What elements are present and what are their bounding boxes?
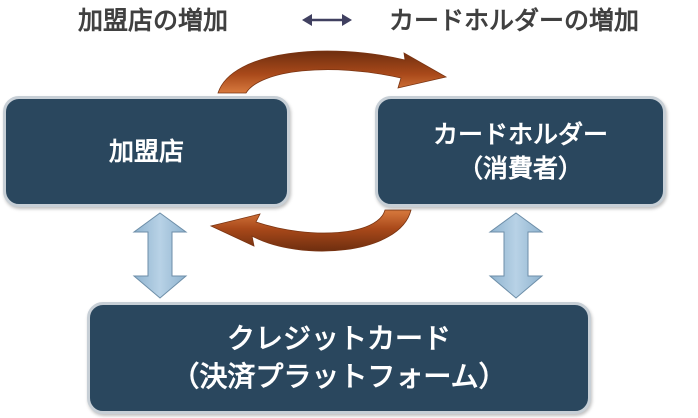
cardholder-label: カードホルダー (432, 119, 608, 149)
curved-arrow-right-icon (217, 50, 448, 94)
platform-sublabel: （決済プラットフォーム） (171, 360, 507, 393)
credit-card-platform-box: クレジットカード （決済プラットフォーム） (87, 302, 591, 414)
double-headed-arrow-icon (302, 14, 352, 26)
platform-label: クレジットカード (226, 322, 451, 355)
merchant-label: 加盟店 (108, 136, 184, 166)
cardholder-box: カードホルダー （消費者） (375, 96, 666, 207)
header-cardholder-growth: カードホルダーの増加 (389, 6, 640, 35)
cardholder-sublabel: （消費者） (457, 153, 583, 183)
vertical-double-arrow-icon (132, 212, 188, 299)
merchant-box: 加盟店 (3, 96, 290, 207)
header-merchant-growth: 加盟店の増加 (78, 6, 229, 35)
curved-arrow-left-icon (209, 209, 412, 252)
vertical-double-arrow-icon (488, 212, 544, 299)
